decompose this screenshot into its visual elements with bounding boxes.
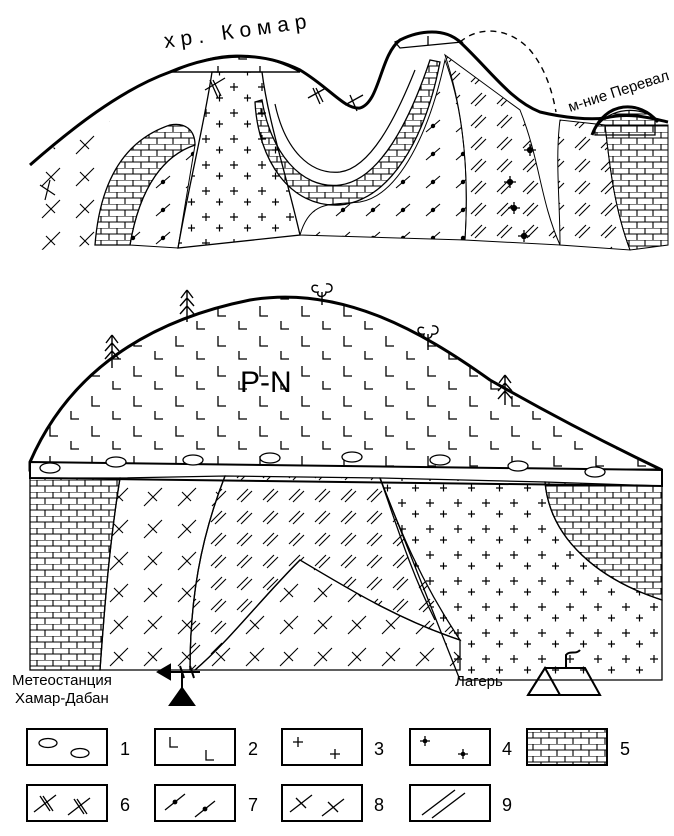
legend-label-3: 3 — [374, 739, 384, 759]
legend-item-8 — [282, 785, 362, 821]
legend-item-3 — [282, 729, 362, 765]
legend-item-5 — [527, 729, 607, 765]
upper-section — [30, 31, 668, 250]
weather-station-place: Хамар-Дабан — [12, 690, 112, 708]
legend-item-9 — [410, 785, 490, 821]
legend-item-6 — [27, 785, 107, 821]
legend-label-7: 7 — [248, 795, 258, 815]
ridge-label: хр. Комар — [162, 9, 313, 53]
legend-label-6: 6 — [120, 795, 130, 815]
cap-basalt-left — [172, 55, 300, 72]
legend-item-2 — [155, 729, 235, 765]
weather-station-name: Метеостанция — [12, 672, 112, 690]
camp-label: Лагерь — [455, 673, 503, 690]
weather-station-label: Метеостанция Хамар-Дабан — [12, 672, 112, 708]
lower-section — [30, 284, 662, 680]
legend-label-4: 4 — [502, 739, 512, 759]
formation-label: P-N — [240, 366, 292, 399]
legend-item-1 — [27, 729, 107, 765]
weather-station-icon — [158, 665, 200, 705]
legend-label-5: 5 — [620, 739, 630, 759]
legend-label-8: 8 — [374, 795, 384, 815]
legend-item-7 — [155, 785, 235, 821]
cap-basalt-right — [395, 32, 462, 48]
legend-label-9: 9 — [502, 795, 512, 815]
basalt-cover — [30, 297, 662, 470]
legend: 1 2 3 4 5 6 7 8 9 — [27, 729, 630, 821]
legend-item-4 — [410, 729, 490, 765]
legend-label-2: 2 — [248, 739, 258, 759]
legend-label-1: 1 — [120, 739, 130, 759]
